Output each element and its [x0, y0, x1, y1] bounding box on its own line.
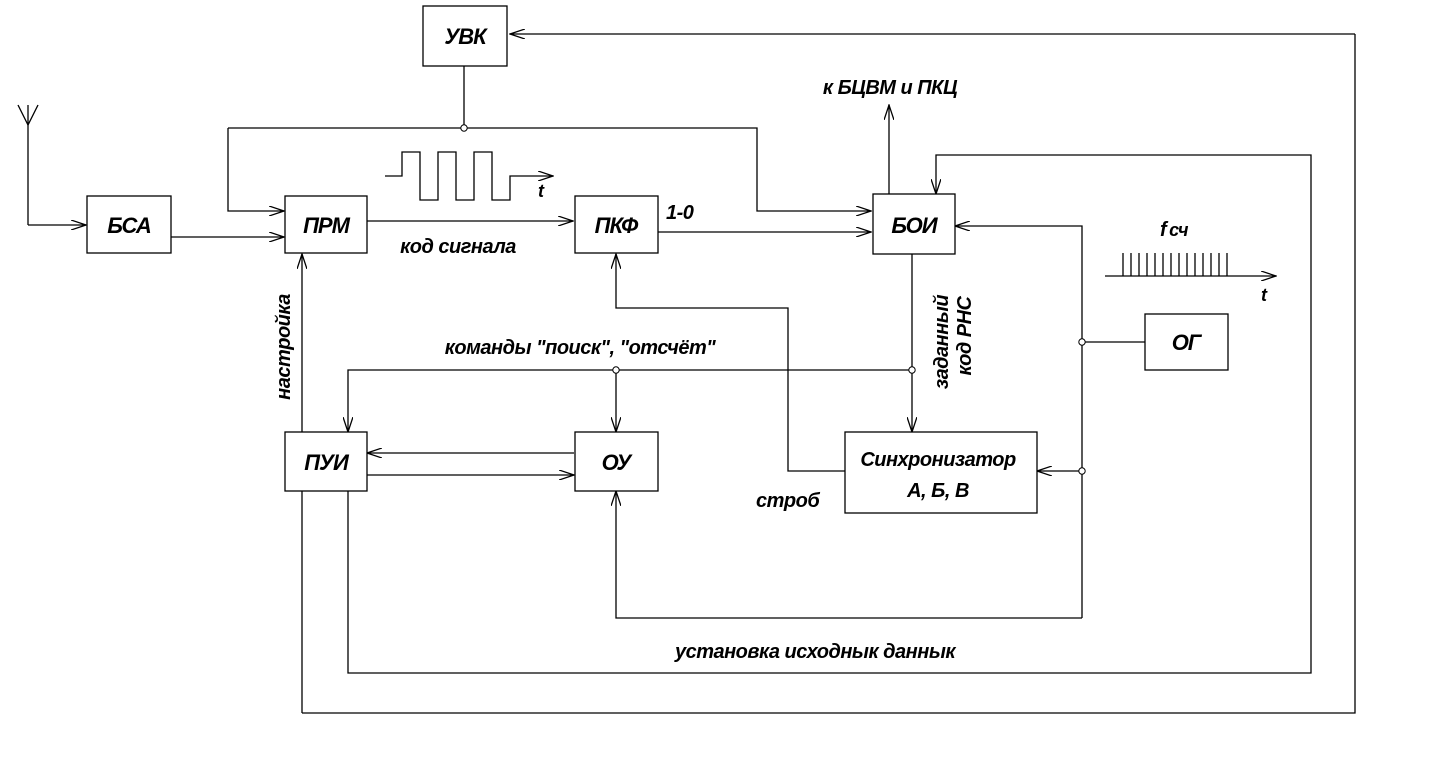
uvk-label: УВК: [444, 24, 488, 49]
junction-dot: [908, 366, 916, 374]
tuning-label: настройка: [273, 294, 295, 400]
uvk-block: УВК: [422, 5, 508, 67]
clock-pulses-icon: [1105, 253, 1276, 276]
ou-block: ОУ: [574, 431, 659, 492]
outer-loop-line: [302, 34, 1356, 714]
ou-label: ОУ: [602, 450, 634, 475]
og-label: ОГ: [1172, 330, 1203, 355]
given-code-label-line1: заданный: [931, 295, 953, 390]
initial-data-to-boi-line: [347, 154, 1312, 674]
given-code-label-line2: код РНС: [954, 295, 976, 375]
og-to-boi-line: [955, 226, 1083, 618]
one-zero-label: 1-0: [666, 202, 694, 224]
time-axis-label: t: [538, 181, 545, 201]
bsa-block: БСА: [86, 195, 172, 254]
uvk-to-boi-line: [228, 127, 871, 211]
bsa-label: БСА: [107, 213, 151, 238]
prm-label: ПРМ: [303, 213, 350, 238]
synchronizer-block: Синхронизатор А, Б, В: [844, 431, 1038, 514]
to-bcvm-label: к БЦВМ и ПКЦ: [823, 77, 958, 99]
og-to-ou-line: [616, 491, 1082, 619]
junction-dot: [1078, 467, 1086, 475]
boi-label: БОИ: [891, 213, 938, 238]
boi-block: БОИ: [872, 193, 956, 255]
synchronizer-title: Синхронизатор: [860, 449, 1016, 471]
pkf-block: ПКФ: [574, 195, 659, 254]
uvk-to-prm-line: [227, 128, 284, 211]
pkf-label: ПКФ: [595, 213, 640, 238]
strobe-to-pkf-line: [616, 254, 845, 472]
strobe-label: строб: [756, 490, 820, 512]
junction-dot: [1078, 338, 1086, 346]
og-block: ОГ: [1144, 313, 1229, 371]
junction-dot: [460, 124, 468, 132]
commands-label: команды "поиск", "отсчёт": [445, 337, 716, 359]
pui-label: ПУИ: [304, 450, 350, 475]
time-axis-label: t: [1261, 285, 1268, 305]
antenna-icon: [17, 104, 39, 225]
pui-block: ПУИ: [284, 431, 368, 492]
synchronizer-variants: А, Б, В: [906, 480, 969, 502]
commands-to-pui-line: [348, 369, 912, 432]
prm-block: ПРМ: [284, 195, 368, 254]
pulse-waveform-icon: [385, 151, 553, 201]
initial-data-label: установка исходнык даннык: [674, 641, 956, 663]
junction-dot: [612, 366, 620, 374]
signal-code-label: код сигнала: [400, 236, 516, 258]
